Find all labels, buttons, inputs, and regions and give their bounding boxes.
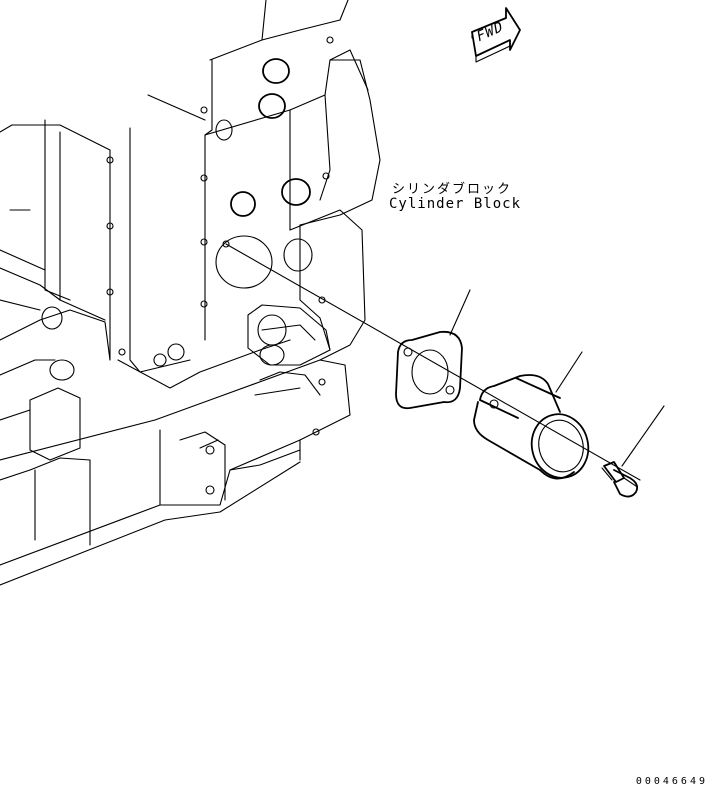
cylinder-block (0, 0, 381, 586)
drawing-number: 00046649 (635, 776, 708, 787)
leader-line-bolt (621, 405, 665, 467)
fwd-arrow-icon (471, 7, 521, 63)
part-label-en: Cylinder Block (389, 196, 522, 212)
leader-line-connector (555, 351, 583, 393)
gasket (395, 330, 463, 410)
alignment-line (225, 243, 641, 481)
water-outlet-connector (473, 374, 590, 480)
leader-line-gasket (449, 289, 471, 336)
flange-bolt (601, 461, 639, 498)
part-label-jp: シリンダブロック (392, 182, 513, 197)
